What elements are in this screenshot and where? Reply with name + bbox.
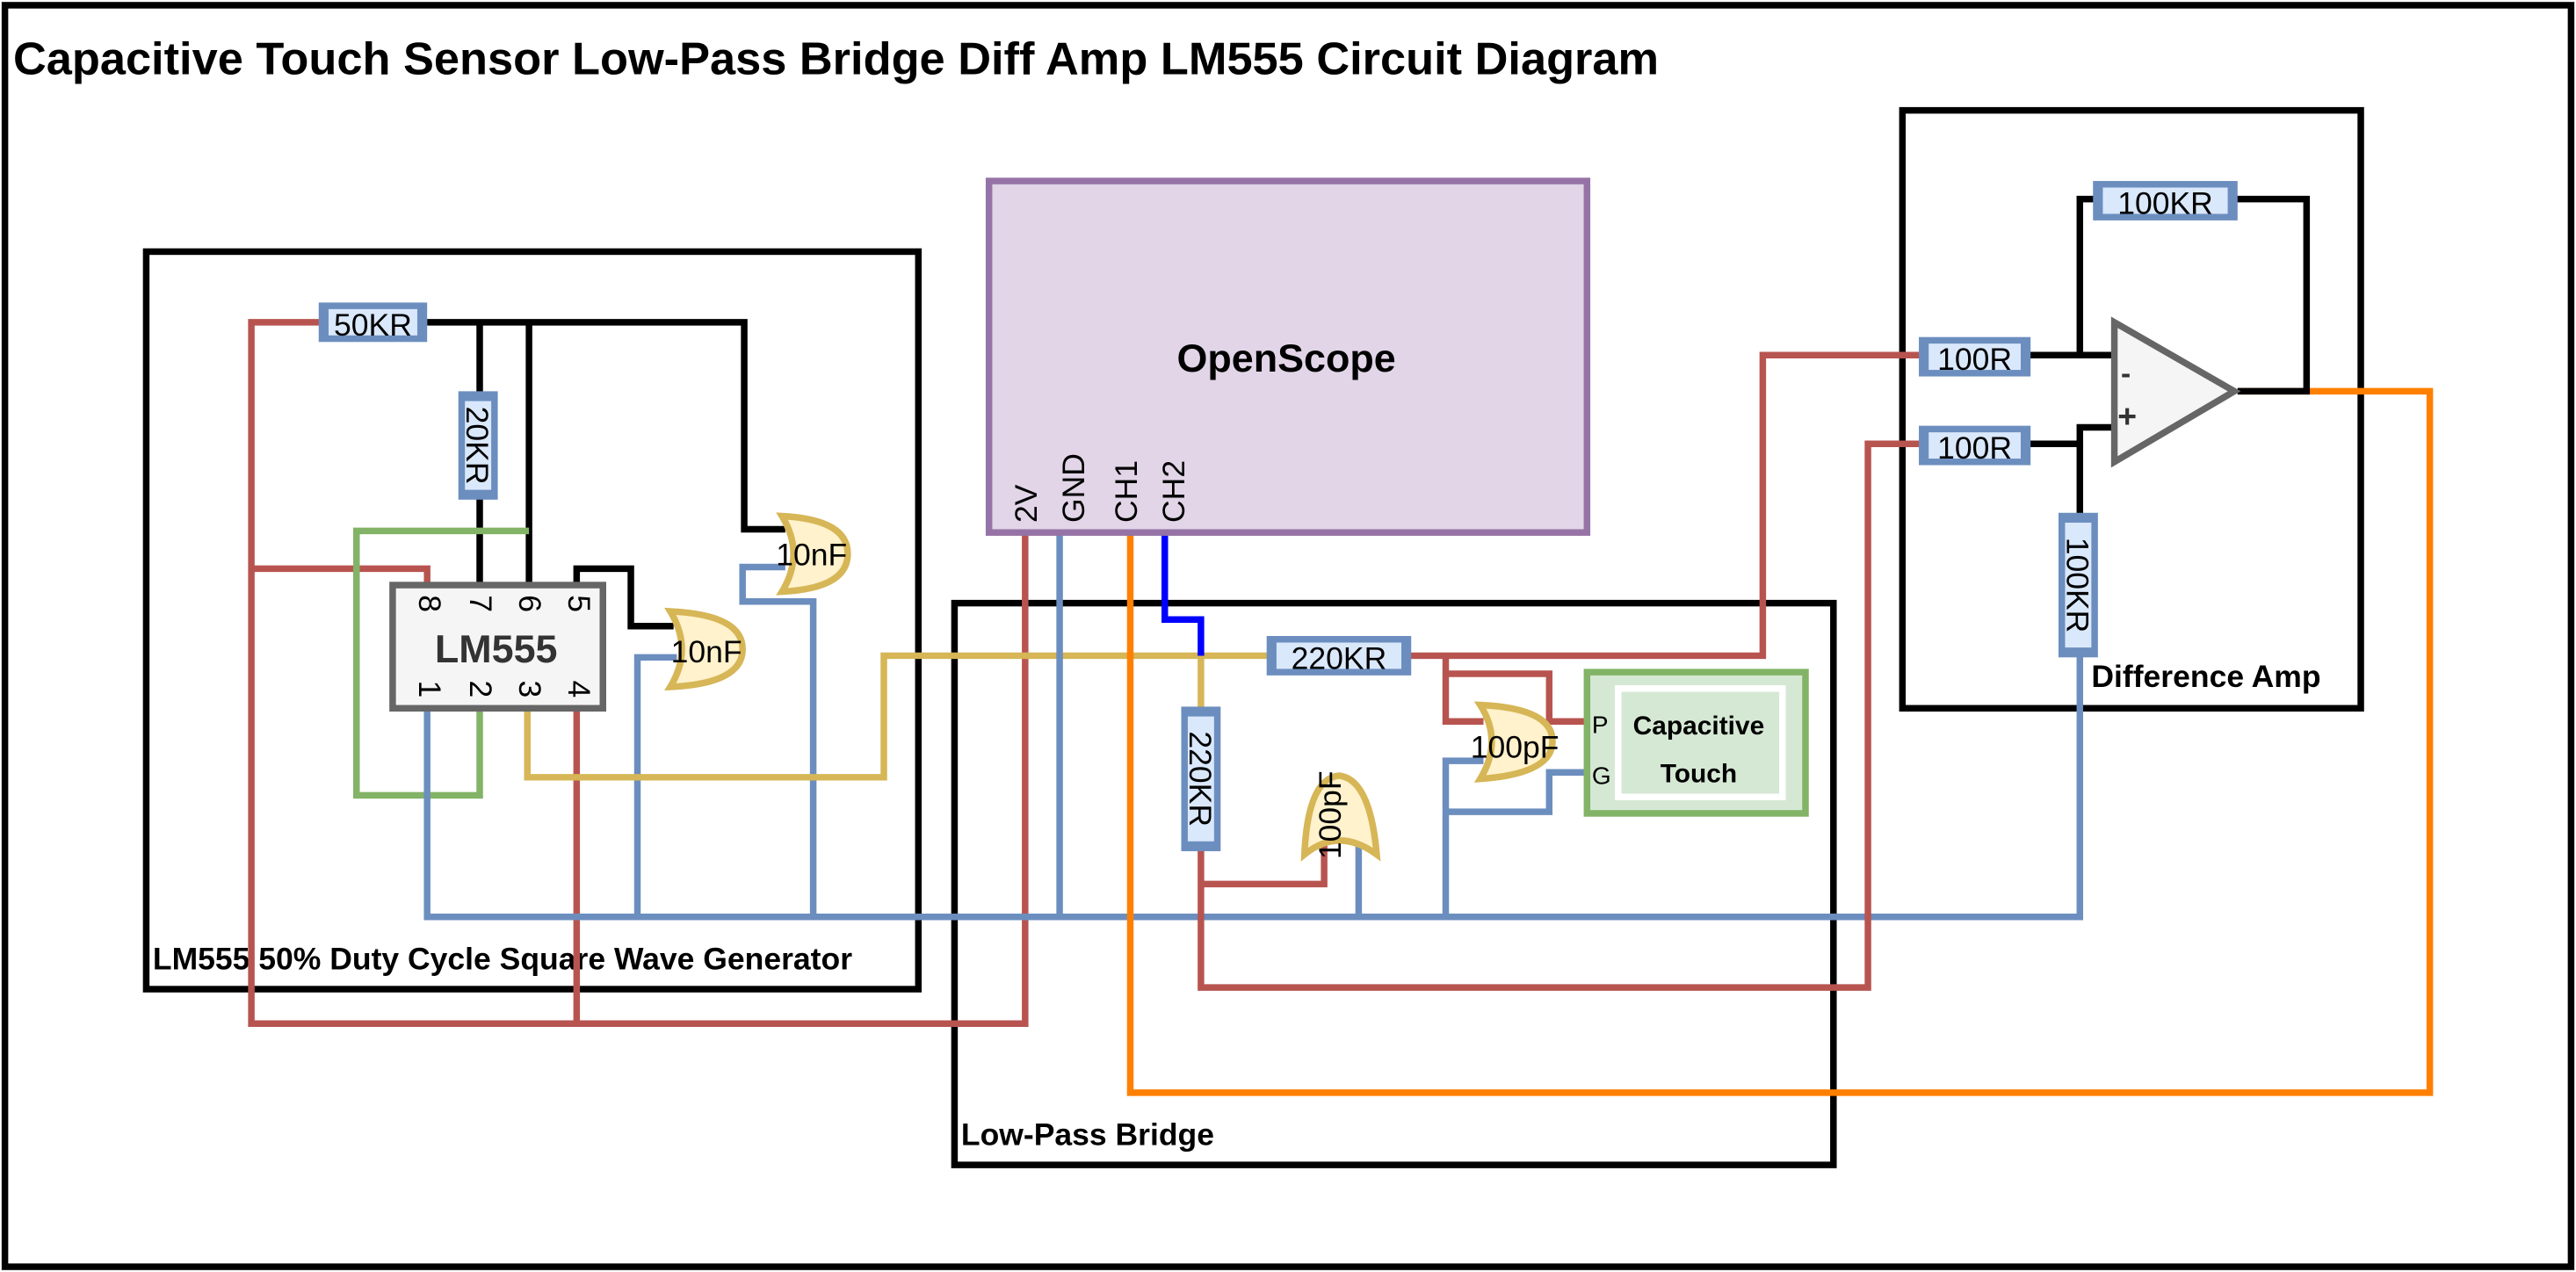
wire-plus-in	[2027, 423, 2115, 447]
openscope-label: OpenScope	[1176, 336, 1395, 380]
openscope-box	[985, 177, 1591, 536]
svg-text:100pF: 100pF	[1471, 729, 1559, 764]
capacitive-touch-sensor: Capacitive Touch P G	[1583, 669, 1809, 817]
resistor-50k: 50KR	[318, 302, 428, 343]
svg-text:220KR: 220KR	[1292, 640, 1387, 676]
svg-text:100KR: 100KR	[2059, 538, 2095, 633]
wire-power-left	[248, 319, 1029, 1028]
opamp: - +	[2110, 316, 2241, 468]
generator-group	[142, 248, 923, 993]
wire-cap-h-in	[1442, 655, 1484, 725]
svg-text:Capacitive: Capacitive	[1633, 712, 1765, 741]
bridge-group-label: Low-Pass Bridge	[961, 1117, 1214, 1153]
touch-pin-p: P	[1592, 711, 1609, 738]
wire-touch-p	[1445, 670, 1588, 725]
svg-text:100KR: 100KR	[2117, 185, 2213, 220]
wires	[248, 195, 2434, 1096]
svg-text:220KR: 220KR	[1183, 731, 1218, 827]
lm555-pin-7: 7	[463, 595, 498, 612]
wire-scope-ch1	[1126, 387, 2434, 1096]
svg-text:10nF: 10nF	[776, 538, 847, 573]
scope-pin-ch1: CH1	[1109, 460, 1144, 523]
svg-text:10nF: 10nF	[671, 634, 742, 669]
lm555-pin-8: 8	[412, 595, 447, 612]
generator-group-label: LM555 50% Duty Cycle Square Wave Generat…	[153, 942, 852, 977]
wire-pin2-loop	[353, 527, 530, 799]
opamp-plus: +	[2117, 398, 2137, 435]
scope-pin-ch2: CH2	[1156, 460, 1191, 523]
lm555-pin-5: 5	[561, 595, 597, 612]
wire-top-rail	[427, 319, 785, 533]
resistor-100k-ground: 100KR	[2058, 512, 2098, 658]
wire-scope-ch2	[1161, 534, 1205, 656]
lm555-pin-6: 6	[512, 595, 547, 612]
capacitor-10nf-a: 10nF	[776, 512, 851, 596]
touch-pin-g: G	[1592, 762, 1611, 789]
lm555-pin-2: 2	[463, 680, 498, 697]
svg-text:100R: 100R	[1937, 342, 2012, 377]
resistor-20k: 20KR	[458, 391, 498, 500]
scope-pin-gnd: GND	[1056, 453, 1091, 523]
wire-cap-h-gnd	[1442, 757, 1484, 917]
svg-text:20KR: 20KR	[459, 407, 495, 485]
wire-pin1-gnd	[423, 654, 2084, 921]
lm555-pin-3: 3	[512, 680, 547, 697]
svg-text:100pF: 100pF	[1313, 770, 1348, 859]
svg-text:Touch: Touch	[1661, 759, 1737, 788]
resistor-100r-a: 100R	[1919, 336, 2031, 377]
resistor-220k-vertical: 220KR	[1181, 706, 1221, 851]
svg-text:50KR: 50KR	[334, 307, 412, 343]
wire-pin3-out	[524, 652, 1274, 781]
wire-bridge-vert-bottom	[1198, 440, 1922, 991]
lm555-pin-4: 4	[561, 680, 597, 697]
lm555-pin-1: 1	[412, 680, 447, 697]
wire-feedback-right	[2234, 195, 2311, 395]
scope-pin-2v: 2V	[1009, 484, 1044, 523]
capacitor-100pf-horizontal: 100pF	[1471, 701, 1559, 783]
opamp-minus: -	[2121, 358, 2131, 390]
svg-text:100R: 100R	[1937, 430, 2012, 466]
wire-pin5	[573, 565, 674, 630]
resistor-100r-b: 100R	[1919, 425, 2031, 466]
wire-feedback	[2076, 195, 2100, 356]
diffamp-group-label: Difference Amp	[2091, 659, 2320, 694]
lm555-chip	[389, 582, 606, 712]
bridge-group	[951, 599, 1837, 1168]
wire-touch-g	[1445, 769, 1588, 815]
resistor-220k-horizontal: 220KR	[1266, 636, 1412, 676]
diagram-title: Capacitive Touch Sensor Low-Pass Bridge …	[13, 33, 1659, 84]
diffamp-group	[1899, 106, 2364, 712]
wire-bridge-top-out	[1407, 351, 1922, 660]
capacitor-100pf-vertical: 100pF	[1300, 770, 1381, 862]
capacitor-10nf-b: 10nF	[664, 607, 746, 691]
resistor-100k-feedback: 100KR	[2093, 181, 2238, 220]
wire-cap-b-gnd	[633, 654, 677, 917]
wire-pin8	[251, 565, 431, 586]
lm555-label: LM555	[435, 626, 558, 671]
wire-cap-a-gnd	[739, 563, 817, 917]
wire-cap-v-in	[1200, 829, 1328, 888]
